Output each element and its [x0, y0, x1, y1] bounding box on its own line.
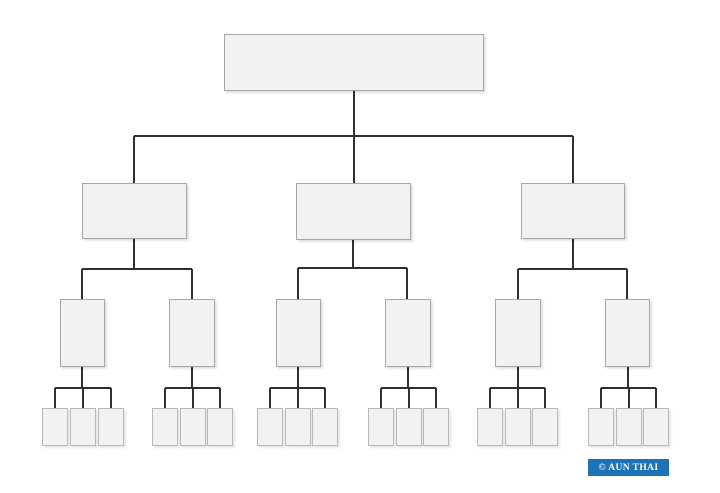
leaf-node-box-2-2: [180, 408, 206, 446]
leaf-node-box-6-1: [588, 408, 614, 446]
leaf-node-box-3-3: [312, 408, 338, 446]
connector-sub-5: [489, 367, 546, 408]
connector-sub-2: [164, 367, 221, 408]
leaf-node-box-3-2: [285, 408, 311, 446]
leaf-node-box-1-1: [42, 408, 68, 446]
leaf-node-box-5-1: [477, 408, 503, 446]
leaf-node-box-2-3: [207, 408, 233, 446]
leaf-node-box-6-2: [616, 408, 642, 446]
connector-root: [133, 91, 574, 183]
watermark-label: © AUN THAI: [598, 462, 659, 473]
leaf-node-box-4-2: [396, 408, 422, 446]
branch-node-box-1: [82, 183, 187, 239]
leaf-node-box-5-3: [532, 408, 558, 446]
leaf-node-box-3-1: [257, 408, 283, 446]
branch-node-box-3: [521, 183, 625, 239]
sub-node-box-5: [495, 299, 541, 367]
branch-node-box-2: [296, 183, 411, 240]
sub-node-box-2: [169, 299, 215, 367]
leaf-node-box-1-2: [70, 408, 96, 446]
leaf-node-box-4-3: [423, 408, 449, 446]
connector-sub-3: [269, 367, 326, 408]
sub-node-box-4: [385, 299, 431, 367]
leaf-node-box-4-1: [368, 408, 394, 446]
connector-sub-4: [380, 367, 437, 408]
leaf-node-box-2-1: [152, 408, 178, 446]
leaf-node-box-5-2: [505, 408, 531, 446]
connector-sub-1: [54, 367, 112, 408]
leaf-node-box-6-3: [643, 408, 669, 446]
connector-branch-1: [81, 239, 193, 299]
watermark-badge: © AUN THAI: [588, 459, 669, 476]
leaf-node-box-1-3: [98, 408, 124, 446]
connector-branch-3: [517, 239, 628, 299]
connector-sub-6: [600, 367, 657, 408]
connector-branch-2: [297, 240, 408, 299]
sub-node-box-6: [605, 299, 650, 367]
root-node-box: [224, 34, 484, 91]
sub-node-box-3: [276, 299, 321, 367]
sub-node-box-1: [60, 299, 105, 367]
